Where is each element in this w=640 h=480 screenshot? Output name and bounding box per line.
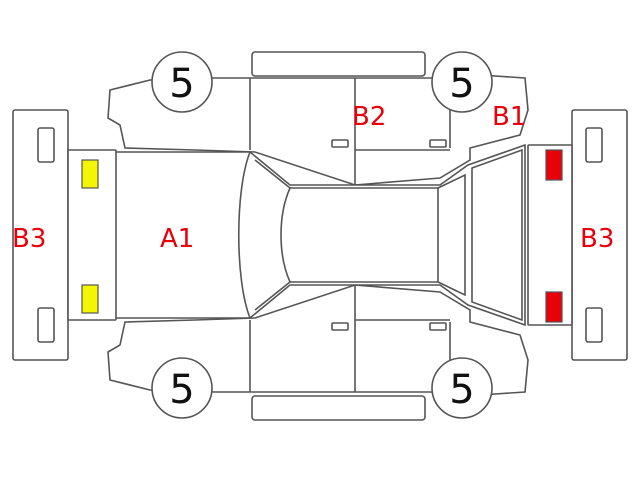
rear-right-marker xyxy=(545,291,563,323)
wheel-front-right-number: 5 xyxy=(169,367,194,413)
front-right-marker xyxy=(81,284,99,314)
damage-label-b3-left: B3 xyxy=(12,224,46,254)
wheel-rear-right-number: 5 xyxy=(449,367,474,413)
top-side-sill[interactable] xyxy=(251,51,426,77)
front-left-marker xyxy=(81,159,99,189)
roof-and-hood[interactable] xyxy=(114,143,526,327)
wheel-rear-left-number: 5 xyxy=(449,61,474,107)
bottom-side-body[interactable] xyxy=(107,284,529,396)
wheel-front-left[interactable]: 5 xyxy=(151,51,213,113)
damage-label-a1: A1 xyxy=(160,224,194,254)
rear-left-marker xyxy=(545,149,563,181)
bottom-side-sill[interactable] xyxy=(251,395,426,421)
damage-label-b2: B2 xyxy=(352,102,386,132)
top-side-body[interactable] xyxy=(107,74,529,186)
wheel-front-right[interactable]: 5 xyxy=(151,357,213,419)
wheel-front-left-number: 5 xyxy=(169,61,194,107)
rear-bumper[interactable] xyxy=(571,109,628,361)
rear-panel[interactable] xyxy=(527,144,573,326)
damage-label-b3-right: B3 xyxy=(580,224,614,254)
wheel-rear-right[interactable]: 5 xyxy=(431,357,493,419)
damage-label-b1: B1 xyxy=(492,102,526,132)
wheel-rear-left[interactable]: 5 xyxy=(431,51,493,113)
front-panel[interactable] xyxy=(67,149,117,321)
